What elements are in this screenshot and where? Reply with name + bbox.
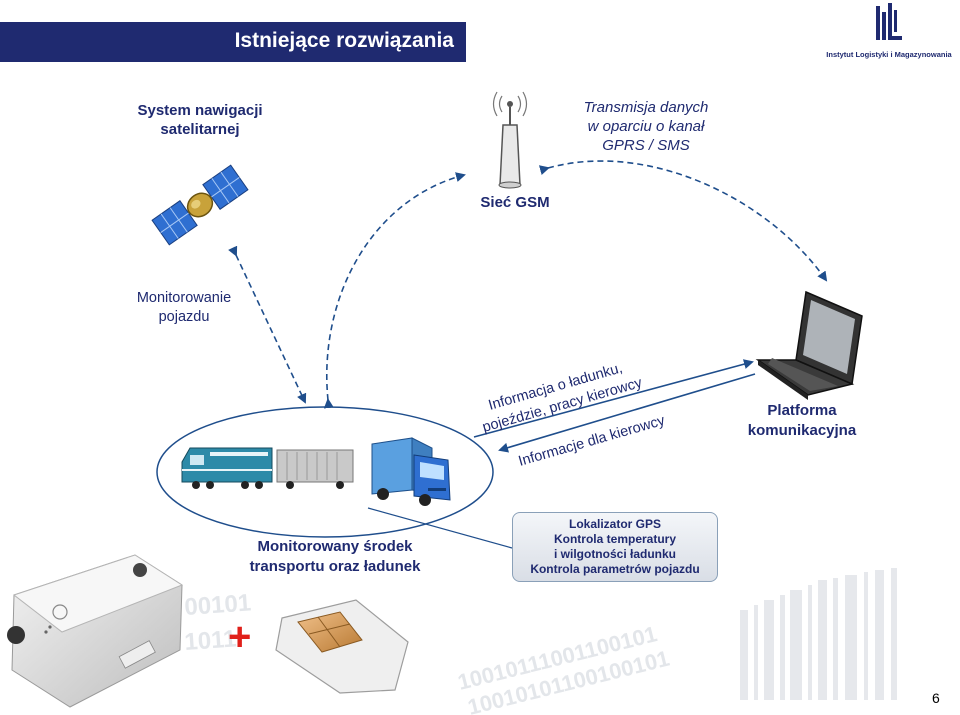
gsm-platform-arrow [538, 160, 828, 282]
platform-label-line-1: Platforma [767, 402, 837, 419]
gsm-antenna-icon [492, 91, 528, 189]
sim-card-icon [275, 599, 409, 694]
info-box-connector [367, 507, 513, 549]
ilim-logo-mark [876, 3, 902, 40]
monitoring-label-line-1: Monitorowanie [136, 290, 232, 306]
ilim-logo: Instytut Logistyki i Magazynowania [818, 0, 960, 70]
binary-watermark: 00101 1011 10010111001100101 10010101100… [184, 589, 672, 715]
satellite-label: System nawigacji satelitarnej [126, 101, 274, 139]
satellite-vehicle-arrow [228, 245, 307, 404]
monitoring-label: Monitorowanie pojazdu [126, 289, 242, 327]
cargo-info-arrow [473, 359, 754, 438]
vehicle-gsm-arrow [323, 172, 466, 409]
satellite-label-line-2: satelitarnej [160, 121, 240, 138]
monitoring-label-line-2: pojazdu [158, 309, 210, 325]
title-bar: Istniejące rozwiązania [0, 22, 466, 62]
transmission-label-line-1: Transmisja danych [583, 99, 709, 116]
slide-title: Istniejące rozwiązania [234, 29, 454, 52]
plus-sign: + [228, 615, 251, 659]
info-box-line-2: Kontrola temperatury [553, 532, 677, 546]
institute-name: Instytut Logistyki i Magazynowania [826, 50, 952, 59]
watermark-line-1: 00101 [184, 589, 252, 621]
transport-label-line-2: transportu oraz ładunek [249, 558, 421, 575]
laptop-icon [755, 290, 863, 400]
transmission-label: Transmisja danych w oparciu o kanał GPRS… [566, 98, 726, 155]
barcode-watermark [740, 568, 897, 700]
features-info-box: Lokalizator GPS Kontrola temperatury i w… [512, 512, 718, 582]
platform-label: Platforma komunikacyjna [734, 401, 870, 441]
driver-info-arrow [498, 373, 756, 453]
page-number: 6 [932, 690, 940, 706]
train-icon [181, 447, 354, 489]
gsm-label: Sieć GSM [480, 194, 550, 211]
platform-label-line-2: komunikacyjna [747, 422, 857, 439]
info-box-line-3: i wilgotności ładunku [553, 547, 676, 561]
satellite-icon [151, 164, 249, 246]
info-box-line-4: Kontrola parametrów pojazdu [530, 562, 700, 576]
driver-info-label: Informacje dla kierowcy [517, 412, 668, 469]
watermark-line-2: 1011 [184, 625, 238, 656]
satellite-label-line-1: System nawigacji [137, 102, 263, 119]
info-box-line-1: Lokalizator GPS [568, 517, 662, 531]
transport-label: Monitorowany środek transportu oraz ładu… [222, 537, 448, 577]
truck-icon [371, 437, 451, 506]
transmission-label-line-3: GPRS / SMS [602, 137, 690, 154]
transmission-label-line-2: w oparciu o kanał [587, 118, 705, 135]
transport-label-line-1: Monitorowany środek [257, 538, 413, 555]
gps-tracker-device-icon [7, 554, 184, 708]
